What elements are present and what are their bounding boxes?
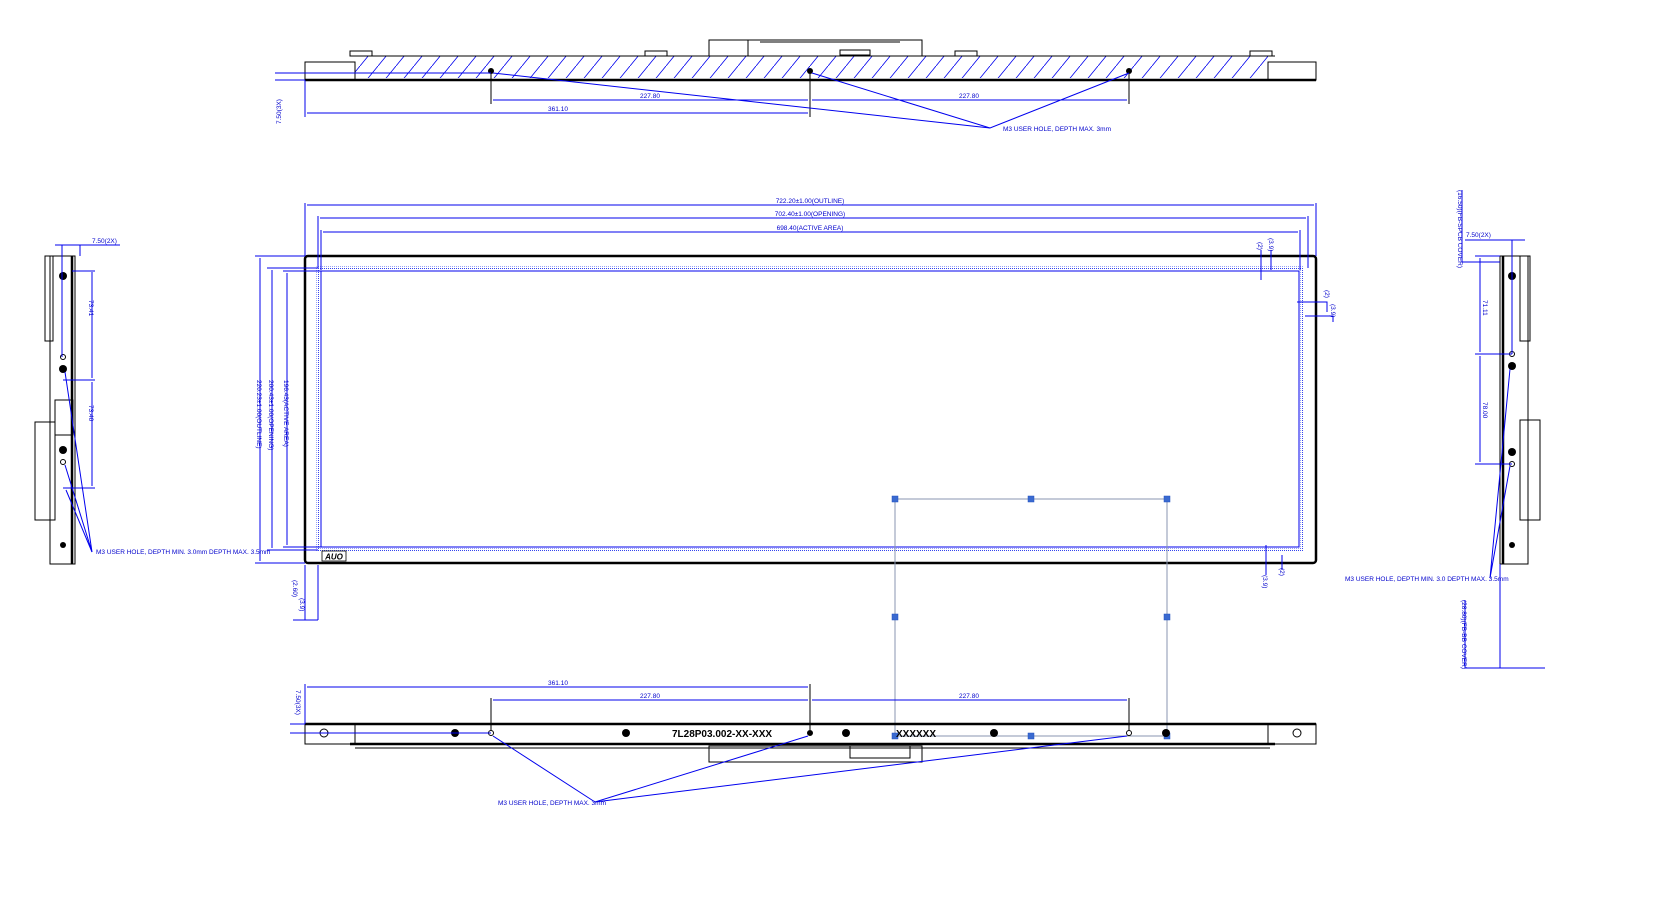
active-area — [320, 270, 1300, 548]
hole-note: M3 USER HOLE, DEPTH MAX. 3mm — [1003, 126, 1111, 133]
front-view: 722.20±1.00(OUTLINE) 702.40±1.00(OPENING… — [255, 198, 1336, 621]
mounting-hole-icon — [488, 730, 1132, 736]
resize-handle-w — [891, 613, 899, 621]
panel-outline — [303, 254, 1318, 565]
dim-thickness: 7.50(3X) — [276, 99, 283, 124]
hole-note: M3 USER HOLE, DEPTH MAX. 3mm — [498, 800, 606, 807]
gap-bottom-a: (3.9) — [1261, 575, 1268, 588]
dim-offset: 361.10 — [548, 106, 568, 113]
dim-pitch-2: 78.00 — [1481, 402, 1488, 419]
dim-pitch-left: 227.80 — [640, 693, 660, 700]
serial-label: XXXXXX — [896, 729, 936, 740]
right-side-view: 7.50(2X) 71.11 78.00 (16.50)(FB-SPCB COV… — [1345, 190, 1545, 669]
dim-opening-width: 702.40±1.00(OPENING) — [775, 211, 845, 218]
hatched-section — [355, 56, 1268, 78]
gap-left-b: (3.9) — [298, 598, 305, 611]
resize-handle-s — [1027, 732, 1035, 740]
resize-handle-sw — [891, 732, 899, 740]
part-number-label: 7L28P03.002-XX-XXX — [672, 729, 772, 740]
dim-pitch-right: 227.80 — [959, 93, 979, 100]
dim-opening-height: 200.43±1.00(OPENING) — [267, 380, 274, 450]
opening-border — [316, 266, 1304, 552]
resize-handle-nw — [891, 495, 899, 503]
dim-offset: 361.10 — [548, 680, 568, 687]
dim-outline-height: 220.23±1.00(OUTLINE) — [255, 380, 262, 449]
bottom-view: 7L28P03.002-XX-XXX XXXXXX 361.10 227.80 … — [290, 680, 1317, 807]
auo-logo-icon: AUO — [321, 550, 347, 562]
selection-box[interactable] — [891, 495, 1171, 740]
left-side-view: 7.50(2X) 73.41 73.40 M3 USER HOLE, DEPTH… — [34, 238, 270, 565]
resize-handle-e — [1163, 613, 1171, 621]
gap-right-b: (3.9) — [1329, 304, 1336, 317]
connector-housing — [708, 745, 923, 763]
dim-pitch-2: 73.40 — [87, 405, 94, 422]
gap-top-b: (3.9) — [1267, 238, 1274, 251]
dim-bb-cover: (28.80)(FB-BB COVER) — [1460, 600, 1467, 669]
dim-active-width: 698.40(ACTIVE AREA) — [777, 225, 844, 232]
dim-spcb-cover: (16.50)(FB-SPCB COVER) — [1456, 190, 1463, 268]
dim-pitch-left: 227.80 — [640, 93, 660, 100]
leader-line — [64, 371, 93, 553]
top-view: 227.80 227.80 361.10 7.50(3X) M3 USER HO… — [275, 39, 1317, 133]
screw-icon — [59, 272, 67, 548]
dim-pitch-1: 73.41 — [87, 300, 94, 317]
svg-text:AUO: AUO — [324, 553, 344, 562]
dim-active-height: 196.43(ACTIVE AREA) — [282, 380, 289, 447]
dim-pitch-right: 227.80 — [959, 693, 979, 700]
resize-handle-n — [1027, 495, 1035, 503]
hole-note: M3 USER HOLE, DEPTH MIN. 3.0 DEPTH MAX. … — [1345, 576, 1509, 583]
dim-pitch-1: 71.11 — [1481, 300, 1488, 316]
gap-left-a: (2.60) — [291, 580, 298, 597]
dim-outline-width: 722.20±1.00(OUTLINE) — [776, 198, 845, 205]
hole-note: M3 USER HOLE, DEPTH MIN. 3.0mm DEPTH MAX… — [96, 549, 270, 556]
dim-width: 7.50(2X) — [92, 238, 117, 245]
gap-top-a: (2) — [1256, 242, 1263, 250]
gap-right-a: (2) — [1323, 290, 1330, 298]
dim-width: 7.50(2X) — [1466, 232, 1491, 239]
leader-line — [1489, 368, 1511, 579]
dim-thickness: 7.50(3X) — [294, 690, 301, 715]
resize-handle-ne — [1163, 495, 1171, 503]
gap-bottom-b: (2) — [1278, 568, 1285, 576]
